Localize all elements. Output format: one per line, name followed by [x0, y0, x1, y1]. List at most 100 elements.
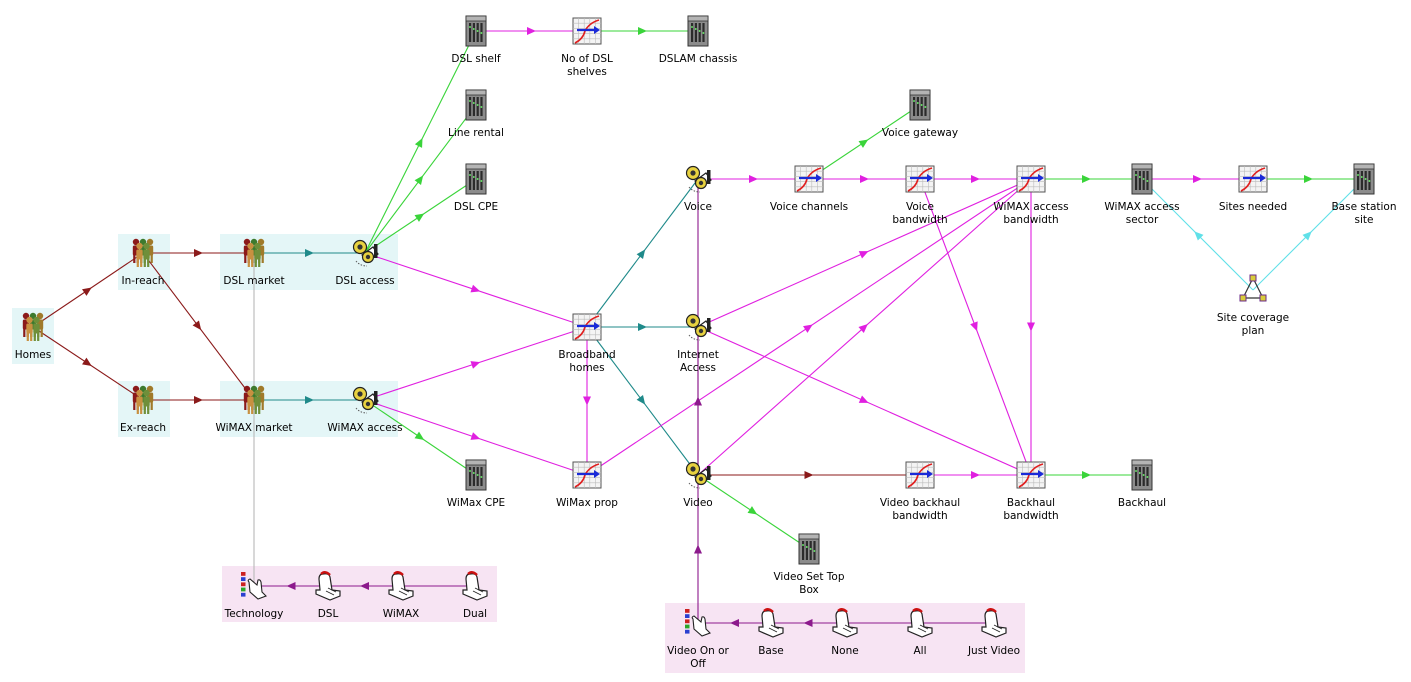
edge-backhaulbw-backhaul: [1031, 471, 1142, 479]
node-sitesneeded[interactable]: Sites needed: [1219, 165, 1287, 213]
edge-broadband-wimaxprop: [583, 327, 591, 475]
edge-exreach-wimaxmarket: [143, 396, 254, 404]
node-video[interactable]: Video: [683, 461, 713, 510]
node-dual[interactable]: Dual: [462, 571, 488, 620]
arrowhead: [804, 471, 814, 479]
node-label: DSL CPE: [454, 201, 498, 213]
node-wimaxaccess[interactable]: WiMAX access: [327, 386, 403, 435]
node-label: WiMax prop: [556, 497, 618, 509]
rack-icon: [465, 15, 487, 47]
graph-icon: [572, 461, 602, 489]
arrowhead: [194, 249, 203, 257]
node-label: DSL shelf: [451, 53, 500, 65]
arrowhead: [860, 175, 869, 183]
edge-base-videoonoff: [698, 619, 771, 627]
node-wimaxprop[interactable]: WiMax prop: [556, 461, 618, 509]
module-panels: [12, 234, 1025, 673]
node-label: Base station: [1331, 201, 1396, 213]
node-label: Video: [683, 497, 712, 509]
list-icon: [241, 572, 267, 600]
node-label: sector: [1126, 214, 1159, 226]
node-dslmarket[interactable]: DSL market: [223, 238, 285, 287]
node-justvideo[interactable]: Just Video: [967, 608, 1020, 657]
hand-icon: [315, 571, 341, 601]
arrowhead: [1194, 231, 1204, 241]
node-dsl[interactable]: DSL: [315, 571, 341, 620]
node-homes[interactable]: Homes: [15, 312, 51, 361]
node-dslcpe[interactable]: DSL CPE: [454, 163, 498, 213]
diagram-edges: [32, 27, 1365, 627]
people-icon: [22, 312, 44, 341]
people-icon: [243, 385, 265, 414]
node-backhaul[interactable]: Backhaul: [1118, 459, 1166, 509]
rack-icon: [465, 163, 487, 195]
arrowhead: [1193, 175, 1202, 183]
arrowhead: [747, 506, 758, 515]
people-icon: [132, 238, 154, 267]
node-base[interactable]: Base: [758, 608, 784, 657]
arrowhead: [1027, 322, 1035, 332]
node-label: Off: [690, 658, 706, 670]
arrowhead: [414, 431, 425, 441]
node-label: WiMax CPE: [447, 497, 505, 509]
node-label: Access: [680, 362, 716, 374]
node-label: Sites needed: [1219, 201, 1287, 213]
node-voice[interactable]: Voice: [684, 165, 712, 214]
node-all[interactable]: All: [907, 608, 933, 657]
arrowhead: [192, 320, 202, 331]
arrowhead: [305, 396, 314, 404]
node-label: Voice: [684, 201, 712, 213]
node-label: Ex-reach: [120, 422, 166, 434]
node-exreach[interactable]: Ex-reach: [120, 385, 166, 434]
arrowhead: [82, 287, 92, 296]
arrowhead: [638, 27, 647, 35]
list-icon: [685, 609, 711, 637]
node-dslshelf[interactable]: DSL shelf: [451, 15, 501, 65]
node-none[interactable]: None: [831, 608, 859, 657]
node-dslaccess[interactable]: DSL access: [335, 239, 395, 288]
node-label: Backhaul: [1118, 497, 1166, 509]
node-label: shelves: [567, 66, 607, 78]
rack-icon: [465, 459, 487, 491]
graph-icon: [1238, 165, 1268, 193]
node-label: Broadband: [558, 349, 615, 361]
edge-homes-inreach: [32, 252, 144, 328]
edge-inreach-wimaxmarket: [142, 252, 255, 401]
edge-inreach-dslmarket: [143, 249, 254, 257]
arrowhead: [971, 471, 980, 479]
node-wimaxmarket[interactable]: WiMAX market: [215, 385, 293, 434]
node-dslamchassis[interactable]: DSLAM chassis: [659, 15, 738, 65]
node-wimax[interactable]: WiMAX: [383, 571, 420, 620]
node-wimaxcpe[interactable]: WiMax CPE: [447, 459, 505, 509]
node-label: WiMAX access: [327, 422, 402, 434]
edge-dslaccess-dslcpe: [364, 178, 477, 254]
edge-homes-exreach: [32, 326, 144, 401]
node-technology[interactable]: Technology: [224, 572, 284, 620]
edge-voice-voicechannels: [698, 175, 809, 183]
node-voicegateway[interactable]: Voice gateway: [882, 89, 958, 139]
hand-icon: [832, 608, 858, 638]
edge-dsl-technology: [254, 582, 328, 590]
node-voicechannels[interactable]: Voice channels: [770, 165, 848, 213]
graph-icon: [905, 461, 935, 489]
edge-noshelves-dslamchassis: [587, 27, 698, 35]
edge-dslaccess-broadband: [364, 252, 588, 328]
edge-broadband-voice: [586, 178, 699, 328]
node-linerental[interactable]: Line rental: [448, 89, 504, 139]
arrowhead: [636, 395, 646, 405]
arrowhead: [414, 175, 424, 185]
node-inreach[interactable]: In-reach: [122, 238, 165, 287]
rack-icon: [1131, 163, 1153, 195]
